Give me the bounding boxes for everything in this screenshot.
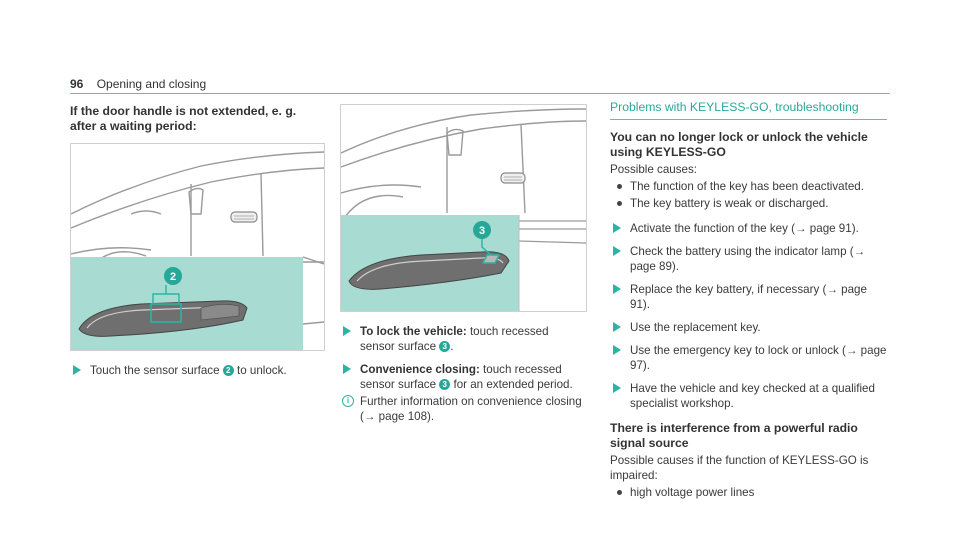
step-lock: To lock the vehicle: touch recessed sens… xyxy=(340,324,585,354)
header-rule xyxy=(70,93,890,94)
page-number: 96 xyxy=(70,77,84,91)
bullet-icon xyxy=(617,184,622,189)
step-convenience-closing: Convenience closing: touch recessed sens… xyxy=(340,362,585,392)
column-right: Problems with KEYLESS-GO, troubleshootin… xyxy=(610,100,890,500)
section-name: Opening and closing xyxy=(96,77,207,91)
page-header: 96 Opening and closing xyxy=(70,77,206,91)
step-arrow-icon xyxy=(343,326,351,336)
step-unlock: Touch the sensor surface 2 to unlock. xyxy=(70,363,325,378)
car-door-illustration: 2 xyxy=(71,151,324,350)
figure-callout-2: 2 xyxy=(170,271,176,283)
callout-badge: 3 xyxy=(439,379,451,391)
step-arrow-icon xyxy=(613,246,621,256)
cause-item: The function of the key has been deactiv… xyxy=(610,179,890,194)
step-item: Activate the function of the key (→ page… xyxy=(610,221,890,236)
step-arrow-icon xyxy=(613,223,621,233)
sensor-surface-figure: 3 xyxy=(340,104,587,312)
bullet-icon xyxy=(617,490,622,495)
bullet-icon xyxy=(617,201,622,206)
step-item: Replace the key battery, if necessary (→… xyxy=(610,282,890,312)
step-arrow-icon xyxy=(613,322,621,332)
step-arrow-icon xyxy=(343,364,351,374)
causes-intro: Possible causes: xyxy=(610,163,697,176)
column-left: If the door handle is not extended, e. g… xyxy=(70,104,325,378)
step-item: Use the emergency key to lock or unlock … xyxy=(610,343,890,373)
info-note: i Further information on convenience clo… xyxy=(340,394,585,424)
section-title: Problems with KEYLESS-GO, troubleshootin… xyxy=(610,100,887,120)
step-arrow-icon xyxy=(613,284,621,294)
step-item: Check the battery using the indicator la… xyxy=(610,244,890,274)
subsection-title-lock: You can no longer lock or unlock the veh… xyxy=(610,130,868,159)
info-icon: i xyxy=(342,395,354,407)
cause-item: high voltage power lines xyxy=(610,485,890,500)
subsection-title-interference: There is interference from a powerful ra… xyxy=(610,421,858,450)
step-item: Use the replacement key. xyxy=(610,320,890,335)
cause-item: The key battery is weak or discharged. xyxy=(610,196,890,211)
column-middle: 3 To lock the vehicle: touch recessed se… xyxy=(340,104,587,424)
callout-badge: 3 xyxy=(439,341,451,353)
door-handle-figure: 2 xyxy=(70,143,325,351)
figure-callout-3: 3 xyxy=(479,225,485,237)
door-handle-illustration: 3 xyxy=(341,108,586,311)
interference-intro: Possible causes if the function of KEYLE… xyxy=(610,454,869,482)
step-item: Have the vehicle and key checked at a qu… xyxy=(610,381,890,411)
door-handle-heading: If the door handle is not extended, e. g… xyxy=(70,104,297,133)
step-arrow-icon xyxy=(613,345,621,355)
callout-badge: 2 xyxy=(222,365,234,377)
step-arrow-icon xyxy=(613,383,621,393)
step-arrow-icon xyxy=(73,365,81,375)
